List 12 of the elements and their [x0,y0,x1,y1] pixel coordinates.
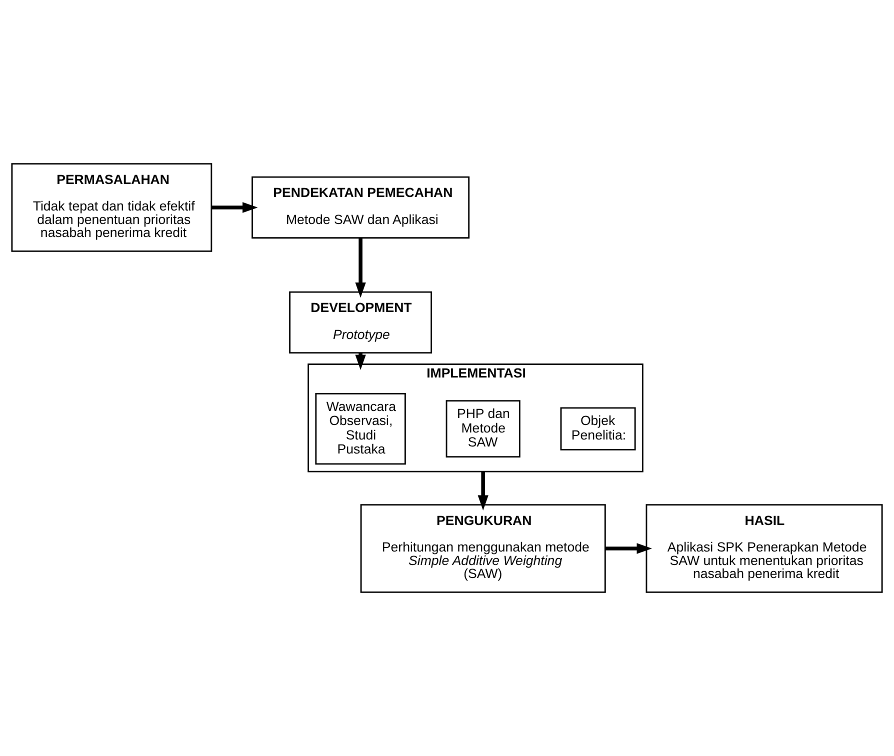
node-box: PHP dan Metode SAW [446,400,520,458]
arrow [478,472,488,510]
node-box: HASIL Aplikasi SPK Penerapkan Metode SAW untuk menentukan prioritas nasabah penerima kredit [646,504,883,593]
node-box: Objek Penelitia: [560,407,636,450]
node-box: PENGUKURAN Perhitungan menggunakan metode Simple Additive Weighting (SAW) [360,504,606,593]
arrow [355,238,366,298]
node-box: PENDEKATAN PEMECAHAN Metode SAW dan Aplikasi [252,176,470,239]
node-box: DEVELOPMENT Prototype [289,291,432,354]
arrow [605,543,652,554]
arrow [212,202,258,213]
node-box: Wawancara Observasi, Studi Pustaka [315,392,406,465]
node-box: PERMASALAHAN Tidak tepat dan tidak efektif dalam penentuan prioritas nasabah penerima kredit [11,163,212,252]
